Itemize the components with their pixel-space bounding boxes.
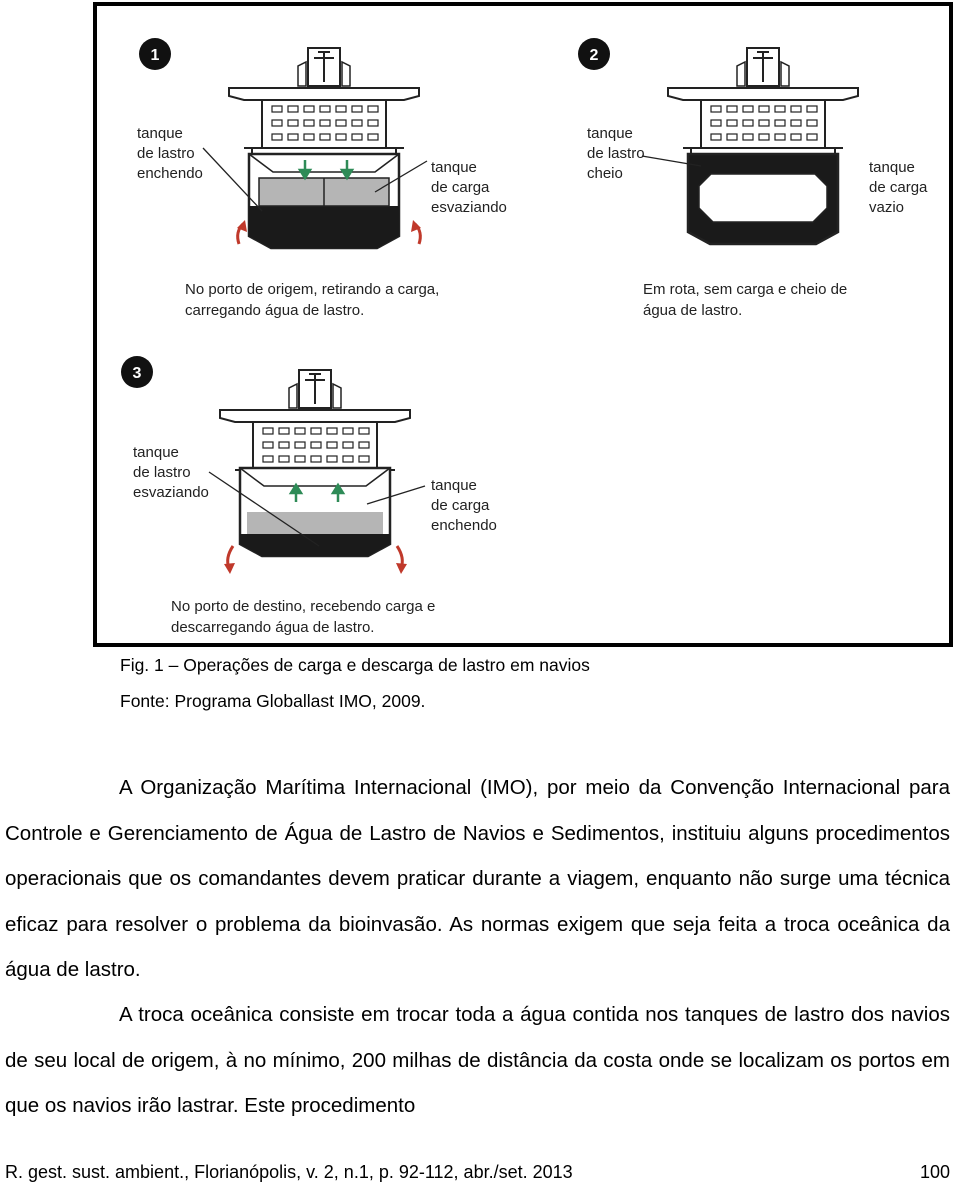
left-label-line1: tanque bbox=[133, 444, 179, 461]
left-label-line3: cheio bbox=[587, 165, 623, 182]
ship-hull bbox=[247, 152, 401, 250]
body-paragraph: A troca oceânica consiste em trocar toda… bbox=[5, 1003, 950, 1117]
left-label-line1: tanque bbox=[137, 125, 183, 142]
right-label-line2: de carga bbox=[431, 179, 490, 196]
panel-2: 2 tanque de lastro cheio tanque de carga… bbox=[578, 38, 928, 319]
figure-source: Fonte: Programa Globallast IMO, 2009. bbox=[120, 691, 426, 711]
panel-caption-line1: No porto de origem, retirando a carga, bbox=[185, 281, 439, 298]
left-label-line3: esvaziando bbox=[133, 484, 209, 501]
panel-1: 1 bbox=[137, 38, 507, 319]
right-label-line2: de carga bbox=[431, 497, 490, 514]
panel-number: 1 bbox=[151, 47, 160, 64]
right-label-line3: esvaziando bbox=[431, 199, 507, 216]
ballast-figure: 1 bbox=[93, 2, 953, 647]
left-label-line3: enchendo bbox=[137, 165, 203, 182]
ballast-diagram: 1 bbox=[121, 38, 928, 636]
right-label-line1: tanque bbox=[431, 159, 477, 176]
panel-number: 3 bbox=[133, 365, 142, 382]
panel-number-badge bbox=[121, 356, 153, 388]
panel-number-badge bbox=[578, 38, 610, 70]
panel-3: 3 bbox=[121, 356, 497, 636]
left-label-line2: de lastro bbox=[133, 464, 191, 481]
panel-caption-line2: descarregando água de lastro. bbox=[171, 619, 374, 636]
panel-caption-line1: No porto de destino, recebendo carga e bbox=[171, 598, 435, 615]
left-label-line2: de lastro bbox=[137, 145, 195, 162]
left-label-line2: de lastro bbox=[587, 145, 645, 162]
right-label-line1: tanque bbox=[431, 477, 477, 494]
panel-number: 2 bbox=[590, 47, 599, 64]
body-paragraph: A Organização Marítima Internacional (IM… bbox=[5, 776, 950, 981]
cargo-flow-arrows bbox=[297, 160, 355, 181]
right-label-line3: vazio bbox=[869, 199, 904, 216]
panel-number-badge bbox=[139, 38, 171, 70]
right-label-line2: de carga bbox=[869, 179, 928, 196]
ship-hull bbox=[238, 466, 392, 558]
cargo-flow-arrows bbox=[288, 482, 346, 502]
right-label-line3: enchendo bbox=[431, 517, 497, 534]
right-label-line1: tanque bbox=[869, 159, 915, 176]
ship-hull bbox=[686, 152, 840, 246]
page-number: 100 bbox=[919, 1162, 950, 1182]
journal-citation: R. gest. sust. ambient., Florianópolis, … bbox=[5, 1162, 573, 1182]
panel-caption-line2: água de lastro. bbox=[643, 302, 742, 319]
panel-caption-line1: Em rota, sem carga e cheio de bbox=[643, 281, 847, 298]
panel-caption-line2: carregando água de lastro. bbox=[185, 302, 364, 319]
left-label-line1: tanque bbox=[587, 125, 633, 142]
figure-caption: Fig. 1 – Operações de carga e descarga d… bbox=[120, 655, 590, 675]
